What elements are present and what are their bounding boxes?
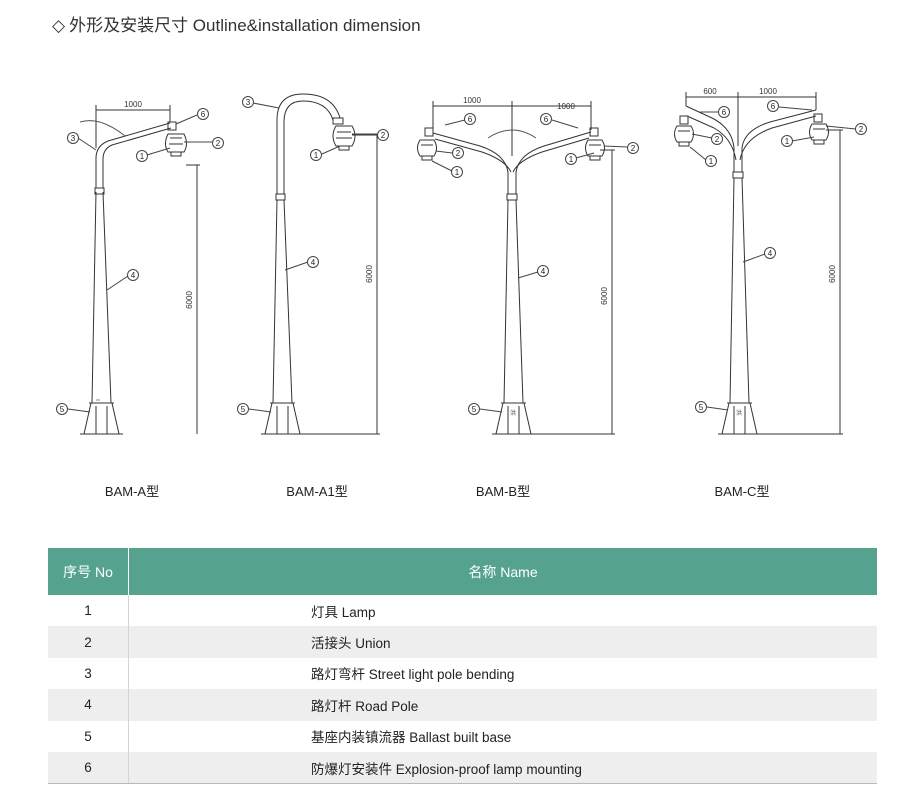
model-b-callout-6-right: 6 (544, 115, 549, 124)
model-a-height-dim: 6000 (185, 291, 194, 309)
model-b-callout-2-left: 2 (456, 149, 461, 158)
row-no: 2 (48, 626, 129, 658)
table-bottom-border (48, 783, 877, 785)
model-b-lamp-right-icon (585, 127, 605, 161)
model-b-lamp-left-icon (417, 127, 437, 161)
model-a-callout-3: 3 (71, 134, 76, 143)
model-b-arm-dim-left: 1000 (463, 96, 481, 105)
row-name: 灯具 Lamp (311, 604, 376, 620)
model-c-callout-5: 5 (699, 403, 704, 412)
row-name: 活接头 Union (311, 636, 391, 652)
model-a-callout-4: 4 (131, 271, 136, 280)
model-a1-callout-2: 2 (381, 131, 386, 140)
row-name: 基座内装镇流器 Ballast built base (311, 730, 512, 746)
row-name: 防爆灯安装件 Explosion-proof lamp mounting (311, 761, 582, 777)
model-label-bam-a1: BAM-A1型 (286, 484, 348, 499)
model-c-callout-1-left: 1 (709, 157, 714, 166)
table-row: 1 灯具 Lamp (48, 595, 877, 627)
model-c-arm-dim-right: 1000 (759, 87, 777, 96)
section-title: ◇外形及安装尺寸 Outline&installation dimension (52, 11, 421, 36)
model-a1-lamp-icon (332, 117, 356, 151)
model-b-callout-2-right: 2 (631, 144, 636, 153)
model-c-lamp-left-icon (674, 115, 694, 147)
model-b-callout-1-left: 1 (455, 168, 460, 177)
model-a-callout-6: 6 (201, 110, 206, 119)
model-c-lamp-right-icon (809, 113, 829, 145)
parts-table: 序号 No 名称 Name 1 灯具 Lamp 2 活接头 Union 3 路灯… (48, 548, 877, 785)
model-a-callout-5: 5 (60, 405, 65, 414)
model-bam-c-drawing: 洪 600 1000 6000 (674, 87, 867, 435)
row-name: 路灯弯杆 Street light pole bending (311, 667, 515, 683)
model-b-height-dim: 6000 (600, 287, 609, 305)
model-a-arm-dim: 1000 (124, 100, 142, 109)
model-a-callout-2: 2 (216, 139, 221, 148)
header-name: 名称 Name (468, 563, 538, 580)
model-a-lamp-icon (165, 121, 187, 157)
model-label-bam-a: BAM-A型 (104, 484, 160, 499)
section-title-text: 外形及安装尺寸 Outline&installation dimension (69, 16, 421, 35)
row-no: 6 (48, 751, 129, 784)
model-a1-callout-5: 5 (241, 405, 246, 414)
model-c-height-dim: 6000 (828, 265, 837, 283)
model-b-callout-1-right: 1 (569, 155, 574, 164)
table-row: 6 防爆灯安装件 Explosion-proof lamp mounting (48, 751, 877, 784)
model-c-callout-2-right: 2 (859, 125, 864, 134)
model-a1-height-dim: 6000 (365, 265, 374, 283)
diamond-marker-icon: ◇ (52, 16, 66, 36)
model-c-callout-4: 4 (768, 249, 773, 258)
table-row: 3 路灯弯杆 Street light pole bending (48, 657, 877, 690)
row-no: 1 (48, 595, 129, 627)
outline-dimension-drawing: 1000 6000 1 2 3 4 (56, 87, 867, 435)
svg-text:洪: 洪 (736, 409, 742, 417)
model-b-callout-4: 4 (541, 267, 546, 276)
model-c-callout-2-left: 2 (715, 135, 720, 144)
model-a1-callout-1: 1 (314, 151, 319, 160)
model-bam-b-drawing: 洪 1000 1000 (417, 96, 639, 435)
model-b-callout-5: 5 (472, 405, 477, 414)
row-no: 5 (48, 720, 129, 752)
model-c-callout-6-left: 6 (722, 108, 727, 117)
model-a-callout-1: 1 (140, 152, 145, 161)
model-a1-callout-4: 4 (311, 258, 316, 267)
table-row: 4 路灯杆 Road Pole (48, 689, 877, 721)
model-c-callout-1-right: 1 (785, 137, 790, 146)
model-c-callout-6-right: 6 (771, 102, 776, 111)
table-row: 5 基座内装镇流器 Ballast built base (48, 720, 877, 752)
model-a1-callout-3: 3 (246, 98, 251, 107)
row-name: 路灯杆 Road Pole (311, 698, 419, 714)
model-c-arm-dim-left: 600 (703, 87, 717, 96)
model-label-bam-c: BAM-C型 (714, 484, 770, 499)
model-label-bam-b: BAM-B型 (475, 484, 531, 499)
model-b-callout-6-left: 6 (468, 115, 473, 124)
model-bam-a-drawing: 1000 6000 1 2 3 4 (56, 100, 224, 435)
model-bam-a1-drawing: 6000 1 2 3 4 5 (237, 93, 389, 435)
header-no: 序号 No (48, 548, 129, 595)
row-no: 3 (48, 657, 129, 690)
parts-table-header: 序号 No 名称 Name (48, 548, 877, 595)
table-row: 2 活接头 Union (48, 626, 877, 658)
model-b-arm-dim-right: 1000 (557, 102, 575, 111)
svg-text:洪: 洪 (510, 409, 516, 417)
row-no: 4 (48, 689, 129, 721)
